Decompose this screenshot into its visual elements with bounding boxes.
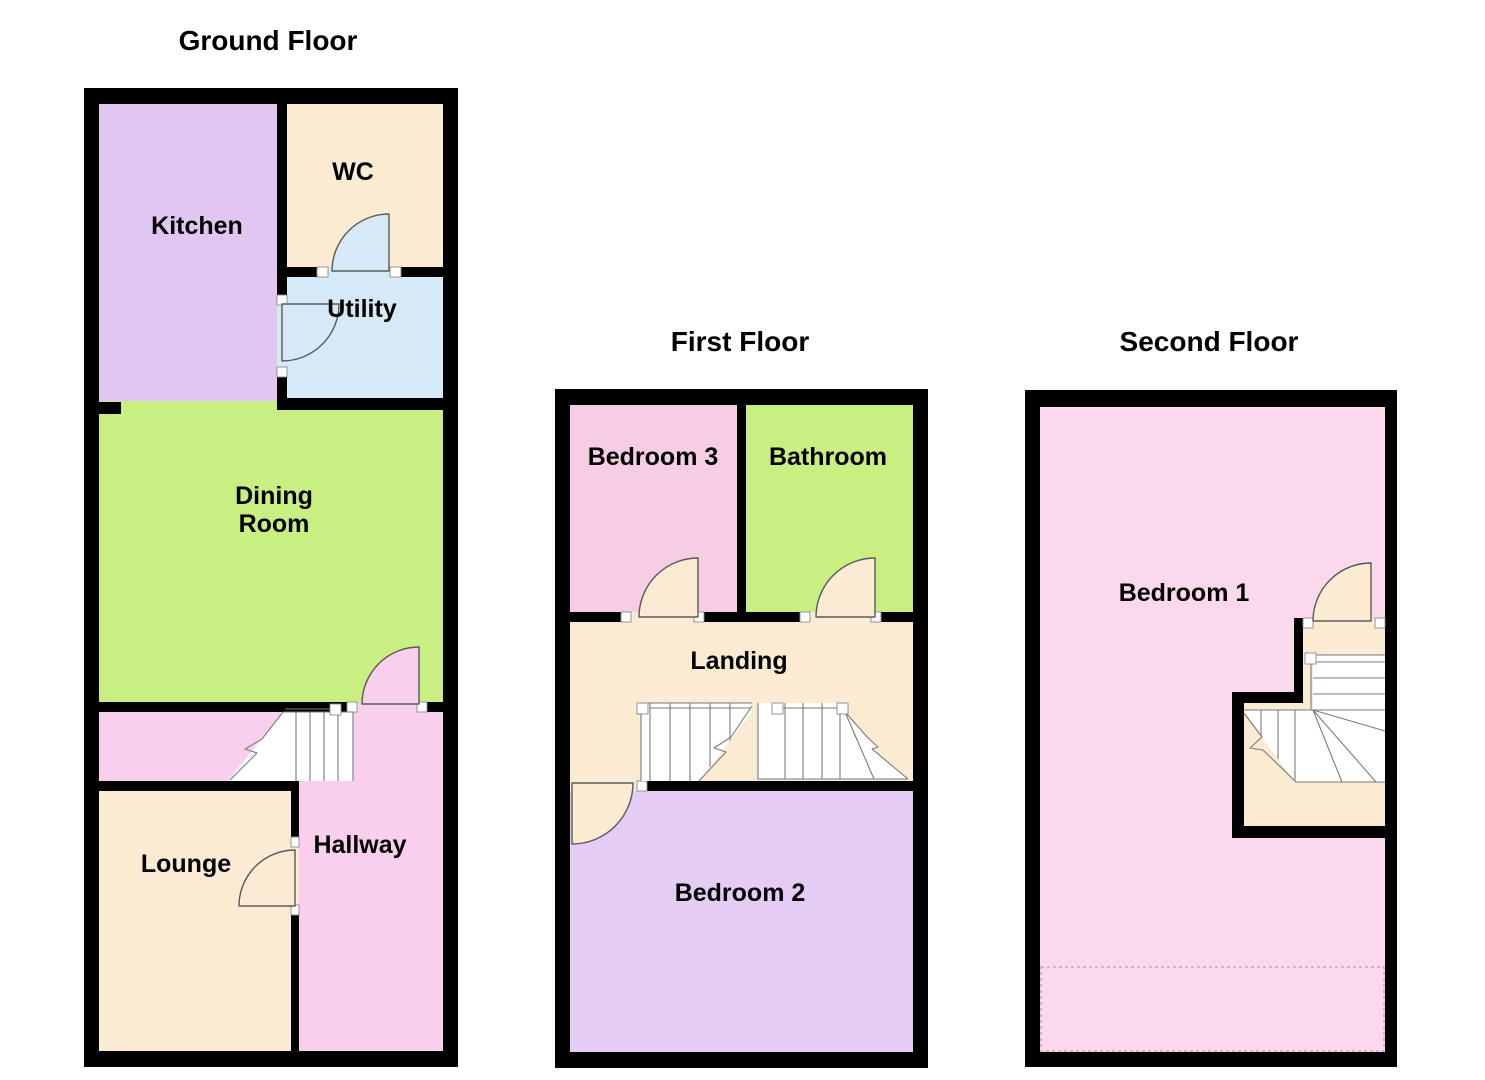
first-stairs-right xyxy=(757,702,909,780)
dashed-headroom-area xyxy=(1040,966,1385,1052)
newel-post xyxy=(329,703,342,716)
second-floor-plan xyxy=(1025,390,1397,1067)
room-bathroom-area xyxy=(746,405,913,612)
bedroom2-door-swing xyxy=(571,782,634,845)
room-label-utility: Utility xyxy=(327,295,397,323)
first-interior-walls xyxy=(570,405,913,791)
stair-direction-break xyxy=(1243,712,1296,782)
first-floor-title: First Floor xyxy=(670,326,810,357)
room-label-wc: WC xyxy=(332,158,374,186)
second-floor-title: Second Floor xyxy=(1119,326,1299,357)
stair-direction-break xyxy=(844,711,909,780)
room-label-hallway: Hallway xyxy=(313,831,407,859)
hallway-door-swing xyxy=(361,646,420,705)
room-label-lounge: Lounge xyxy=(140,850,232,878)
bedroom1-door-swing xyxy=(1312,562,1372,622)
newel-post xyxy=(1304,652,1317,665)
room-label-kitchen: Kitchen xyxy=(151,212,243,240)
room-dining-area xyxy=(99,401,443,702)
room-label-bathroom: Bathroom xyxy=(768,443,888,471)
ground-stairs xyxy=(228,703,354,781)
newel-post xyxy=(836,702,849,715)
room-label-dining: Dining Room xyxy=(235,482,313,538)
second-door-jambs xyxy=(1302,617,1386,629)
room-bedroom2-area xyxy=(570,791,913,1052)
room-label-bedroom2: Bedroom 2 xyxy=(674,879,806,907)
hallway-door-opening xyxy=(357,702,417,712)
room-lounge-area xyxy=(99,791,291,1051)
room-kitchen-area xyxy=(99,104,277,401)
room-label-landing: Landing xyxy=(690,647,788,675)
wc-door-swing xyxy=(331,213,390,272)
newel-post xyxy=(636,702,649,715)
utility-door-swing xyxy=(281,303,340,362)
room-label-bedroom3: Bedroom 3 xyxy=(587,443,719,471)
ground-interior-walls xyxy=(99,104,443,1051)
wc-door-opening xyxy=(328,267,390,277)
ground-floor-plan xyxy=(84,88,458,1067)
bathroom-door-swing xyxy=(815,557,876,618)
first-stairs-left xyxy=(636,702,753,782)
stair-direction-break xyxy=(698,705,753,782)
second-stairs xyxy=(1243,652,1386,783)
first-floor-plan xyxy=(555,389,928,1068)
ground-floor-title: Ground Floor xyxy=(178,25,358,56)
lounge-door-swing xyxy=(238,849,296,907)
stair-direction-break xyxy=(229,711,284,781)
room-label-bedroom1: Bedroom 1 xyxy=(1118,579,1250,607)
second-interior-walls xyxy=(1232,618,1397,838)
newel-post xyxy=(771,702,784,715)
ground-door-jambs xyxy=(276,266,428,916)
bedroom3-door-swing xyxy=(638,557,699,618)
